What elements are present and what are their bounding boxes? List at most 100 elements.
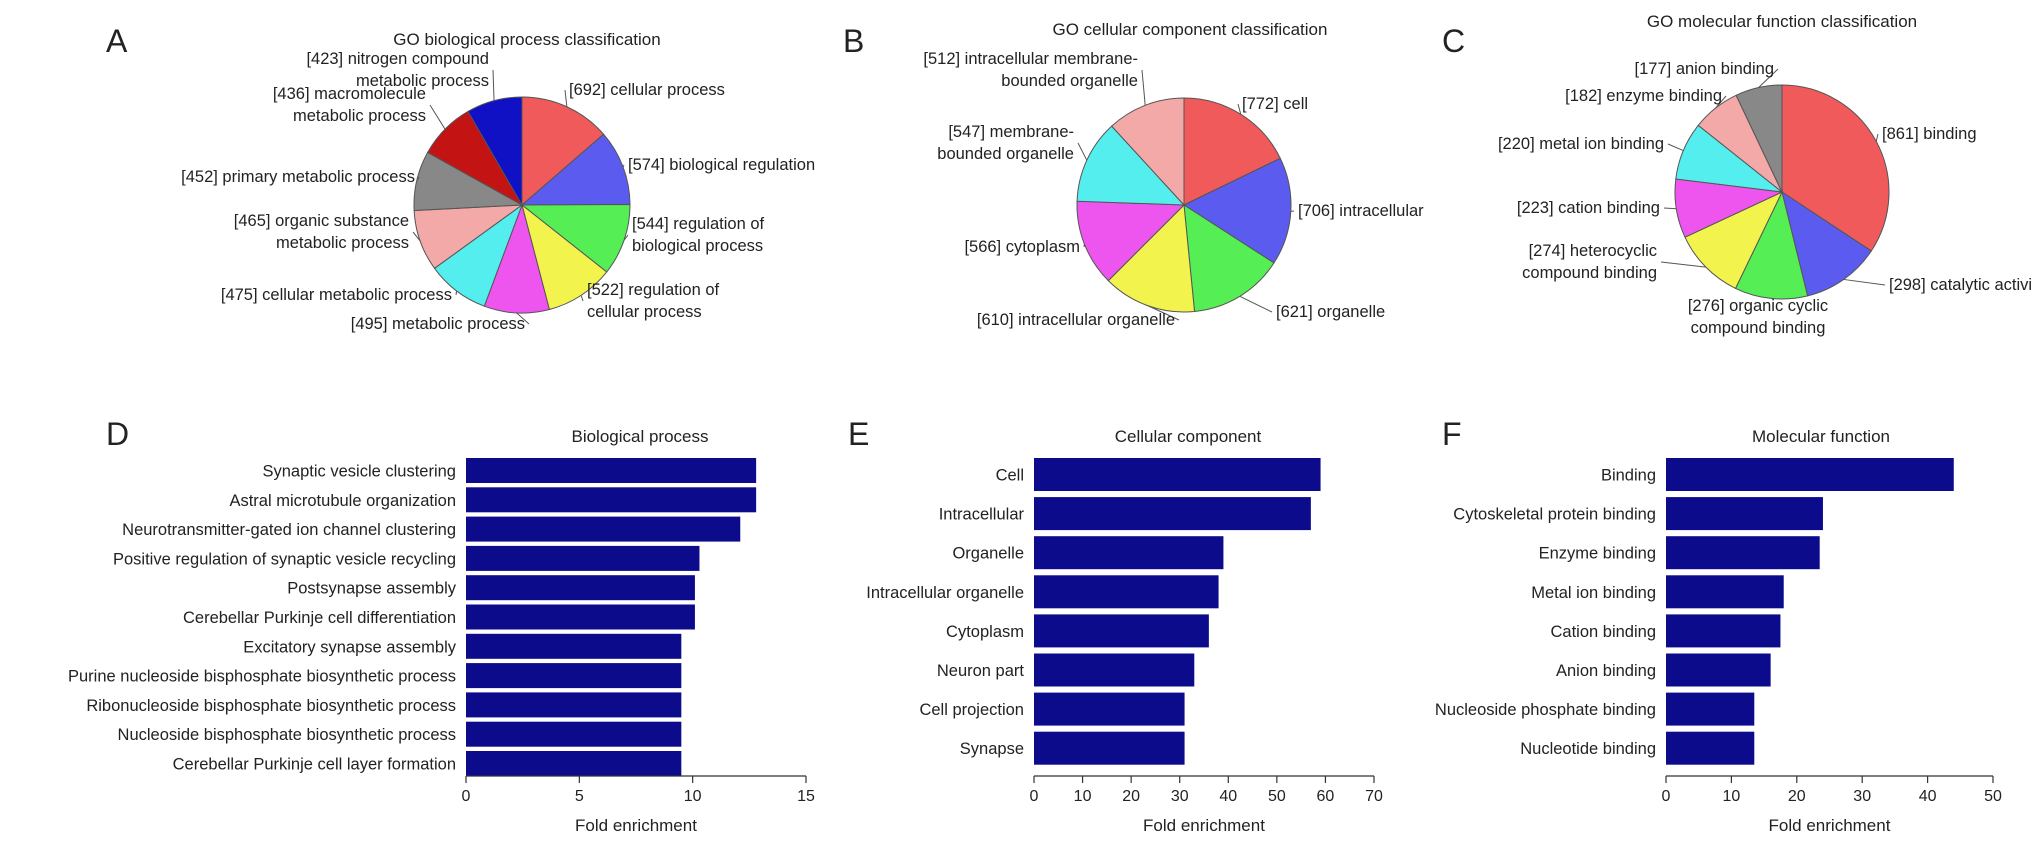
pie-chart-biological-process: GO biological process classification[692… xyxy=(181,30,815,333)
panel-label-d: D xyxy=(106,416,129,452)
panel-label-b: B xyxy=(843,23,864,59)
pie-leader-line xyxy=(412,231,421,242)
bar xyxy=(466,604,695,630)
pie-leader-line xyxy=(580,295,584,302)
category-label: Cerebellar Purkinje cell layer formation xyxy=(173,756,456,774)
pie-title: GO biological process classification xyxy=(393,30,660,49)
pie-slice xyxy=(520,204,631,273)
pie-slice-label: [566] cytoplasm xyxy=(964,238,1080,256)
pie-leader-line xyxy=(1663,207,1677,210)
pie-leader-line xyxy=(1077,142,1088,161)
pie-slice xyxy=(1183,97,1281,206)
pie-leader-line xyxy=(1715,95,1727,109)
pie-leader-line xyxy=(1237,103,1242,115)
x-tick-label: 0 xyxy=(462,788,471,805)
category-label: Intracellular organelle xyxy=(866,584,1024,602)
panel-label-f: F xyxy=(1442,416,1462,452)
bar xyxy=(1034,497,1311,531)
category-label: Cytoplasm xyxy=(946,623,1024,641)
category-label: Excitatory synapse assembly xyxy=(243,638,457,656)
pie-slice-label: [495] metabolic process xyxy=(351,315,525,333)
bar xyxy=(1034,536,1224,570)
pie-leader-line xyxy=(1875,133,1879,142)
pie-slice-label: [621] organelle xyxy=(1276,303,1385,321)
category-label: Cytoskeletal protein binding xyxy=(1453,506,1656,524)
bar xyxy=(466,516,741,542)
pie-slice-label: [861] binding xyxy=(1882,125,1977,143)
pie-slice-label: [706] intracellular xyxy=(1298,202,1424,220)
pie-leader-line xyxy=(416,176,420,181)
panel-label-e: E xyxy=(848,416,869,452)
x-tick-label: 50 xyxy=(1268,788,1286,805)
bar xyxy=(466,663,682,689)
category-label: Postsynapse assembly xyxy=(287,580,456,598)
bar xyxy=(1034,614,1209,648)
category-label: Neurotransmitter-gated ion channel clust… xyxy=(122,521,456,539)
pie-slice xyxy=(1684,190,1784,290)
pie-leader-line xyxy=(1758,68,1779,88)
x-tick-label: 30 xyxy=(1171,788,1189,805)
pie-slice-label: [220] metal ion binding xyxy=(1498,135,1664,153)
x-tick-label: 20 xyxy=(1122,788,1140,805)
bar xyxy=(1666,536,1820,570)
category-label: Cerebellar Purkinje cell differentiation xyxy=(183,609,456,627)
x-tick-label: 0 xyxy=(1662,788,1671,805)
x-tick-label: 30 xyxy=(1853,788,1871,805)
bar-chart-cellular-component: Cellular componentCellIntracellularOrgan… xyxy=(866,427,1383,835)
pie-slice-label: [177] anion binding xyxy=(1635,60,1774,78)
bar xyxy=(1666,575,1784,609)
pie-slice xyxy=(521,96,605,207)
category-label: Metal ion binding xyxy=(1531,584,1656,602)
pie-slice xyxy=(1110,97,1185,207)
pie-slice-label: [574] biological regulation xyxy=(628,156,815,174)
pie-slice xyxy=(520,133,631,206)
bar xyxy=(1034,653,1195,687)
pie-leader-line xyxy=(516,312,530,325)
bar xyxy=(1666,497,1823,531)
category-label: Nucleotide binding xyxy=(1520,740,1656,758)
bar xyxy=(1666,731,1755,765)
pie-title: GO molecular function classification xyxy=(1647,12,1917,31)
x-axis-label: Fold enrichment xyxy=(575,816,697,835)
category-label: Cation binding xyxy=(1551,623,1657,641)
bar-chart-title: Biological process xyxy=(571,427,708,446)
bar xyxy=(466,721,682,747)
x-tick-label: 0 xyxy=(1030,788,1039,805)
pie-slice xyxy=(467,96,523,207)
bar xyxy=(466,633,682,659)
bar xyxy=(1666,692,1755,726)
bar xyxy=(1666,653,1771,687)
pie-slice-label: [223] cation binding xyxy=(1517,199,1660,217)
pie-leader-line xyxy=(1141,69,1146,106)
category-label: Cell xyxy=(996,467,1024,485)
x-tick-label: 40 xyxy=(1219,788,1237,805)
pie-slice xyxy=(1182,157,1292,264)
bar xyxy=(466,458,757,483)
pie-slice-label: [452] primary metabolic process xyxy=(181,168,415,186)
pie-leader-line xyxy=(1660,261,1706,268)
pie-chart-cellular-component: GO cellular component classification[772… xyxy=(923,20,1424,329)
pie-leader-line xyxy=(1843,278,1886,286)
category-label: Purine nucleoside bisphosphate biosynthe… xyxy=(68,668,456,686)
pie-slice-label: [475] cellular metabolic process xyxy=(221,286,452,304)
pie-slice-label: [547] membrane-bounded organelle xyxy=(937,123,1074,163)
x-tick-label: 40 xyxy=(1919,788,1937,805)
pie-slice xyxy=(1107,203,1196,313)
pie-leader-line xyxy=(564,89,568,107)
category-label: Astral microtubule organization xyxy=(229,492,456,510)
pie-leader-line xyxy=(1147,305,1180,321)
bar xyxy=(466,692,682,718)
category-label: Cell projection xyxy=(919,701,1024,719)
pie-leader-line xyxy=(1239,295,1273,313)
pie-slice xyxy=(1735,84,1783,193)
panel-label-c: C xyxy=(1442,23,1465,59)
x-tick-label: 15 xyxy=(797,788,815,805)
x-tick-label: 10 xyxy=(1074,788,1092,805)
category-label: Synaptic vesicle clustering xyxy=(262,463,456,481)
pie-title: GO cellular component classification xyxy=(1053,20,1328,39)
category-label: Enzyme binding xyxy=(1539,545,1656,563)
